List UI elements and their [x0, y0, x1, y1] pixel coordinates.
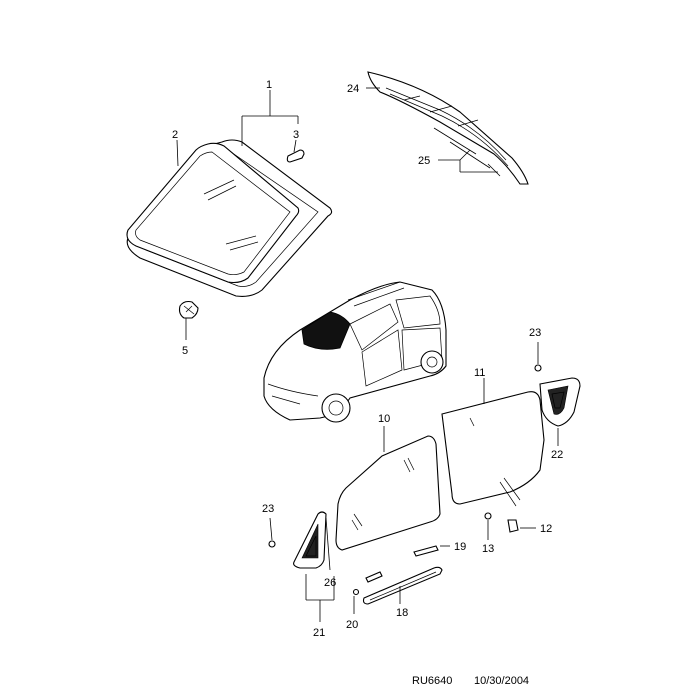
callout-12: 12 [540, 523, 552, 535]
windshield-glass [126, 142, 300, 284]
window-strip [365, 545, 439, 583]
callout-18: 18 [396, 607, 408, 619]
callout-20: 20 [346, 619, 358, 631]
window-clip [268, 364, 542, 596]
reference-date: 10/30/2004 [474, 675, 529, 687]
callout-25: 25 [418, 155, 430, 167]
rear-quarter-glass [539, 377, 581, 427]
retainer-clip-part [178, 300, 199, 319]
reference-number: RU6640 [412, 675, 452, 687]
rear-glass-strips [433, 127, 501, 177]
front-quarter-glass [293, 511, 327, 569]
callout-23-upper: 23 [529, 327, 541, 339]
door-glass-channel [362, 566, 443, 605]
callout-26: 26 [324, 577, 336, 589]
callout-11: 11 [474, 367, 485, 379]
molding-clip-part [286, 149, 305, 163]
leader-lines [176, 87, 559, 622]
callout-5: 5 [182, 345, 188, 357]
callout-23-lower: 23 [262, 503, 274, 515]
vehicle [263, 281, 447, 423]
rear-door-glass [441, 391, 545, 507]
reference-footer: RU6640 10/30/2004 [412, 675, 529, 687]
callout-2: 2 [172, 129, 178, 141]
rear-glass [367, 71, 529, 185]
callout-22: 22 [551, 449, 563, 461]
callout-21: 21 [313, 627, 325, 639]
callout-13: 13 [482, 543, 494, 555]
callout-1: 1 [266, 79, 272, 91]
front-door-glass [335, 435, 441, 551]
callout-19: 19 [454, 541, 466, 553]
callout-24: 24 [347, 83, 359, 95]
callout-labels: 1 2 3 5 10 11 12 13 18 19 20 21 22 23 23… [172, 79, 563, 639]
callout-10: 10 [378, 413, 390, 425]
callout-3: 3 [293, 129, 299, 141]
